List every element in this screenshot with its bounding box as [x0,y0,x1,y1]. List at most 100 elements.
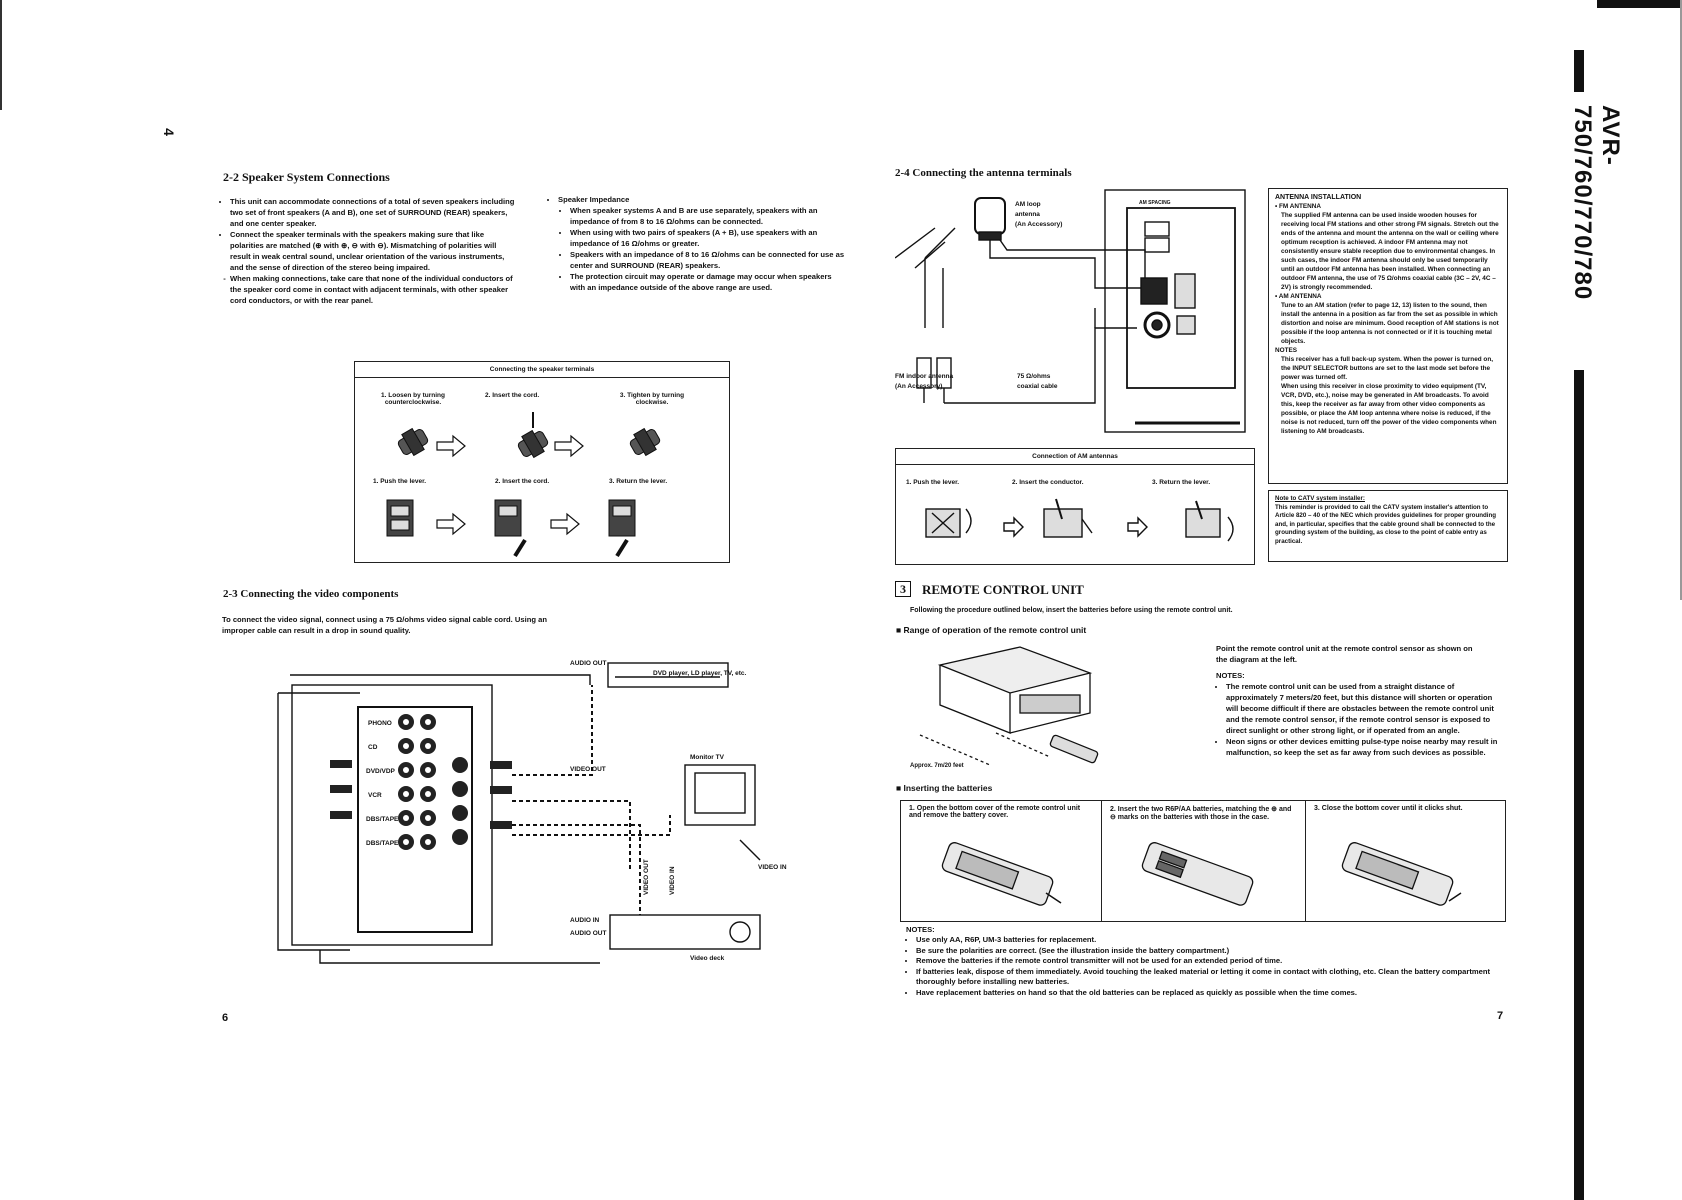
catv-note: Note to CATV system installer: This remi… [1268,490,1508,562]
install-title: ANTENNA INSTALLATION [1275,194,1362,201]
list-item: Use only AA, R6P, UM-3 batteries for rep… [916,935,1506,946]
bottom-notes-title: NOTES: [906,925,935,934]
video-in-vertical-label: VIDEO IN [669,866,676,895]
battery-step-3: 3. Close the bottom cover until it click… [1306,801,1505,921]
step-label: 2. Insert the cord. [495,478,550,485]
fm-antenna-title: • FM ANTENNA [1275,203,1322,210]
step-label: 3. Return the lever. [609,478,668,485]
step-label: 3. Tighten by turning clockwise. [619,392,685,406]
remote-point-text: Point the remote control unit at the rem… [1216,644,1473,664]
impedance-title: Speaker Impedance [558,194,848,205]
speaker-terminal-box: Connecting the speaker terminals 1. Loos… [354,361,730,563]
model-label: AVR-750/760/770/780 [1569,105,1624,301]
video-connection-diagram: AUDIO OUT DVD player, LD player, TV, etc… [277,660,787,964]
list-item: When speaker systems A and B are use sep… [570,205,848,227]
input-row-label: VCR [368,792,382,799]
antenna-diagram: AM loop antenna (An Accessory) FM indoor… [895,189,1246,433]
remote-notes: The remote control unit can be used from… [1216,681,1506,758]
speaker-notes-col2: Speaker Impedance When speaker systems A… [548,194,848,293]
page-marker: 4 [160,128,177,136]
monitor-label: Monitor TV [690,754,725,761]
speaker-notes-col1: This unit can accommodate connections of… [220,196,518,306]
list-item: If batteries leak, dispose of them immed… [916,967,1506,988]
approx-distance-label: Approx. 7m/20 feet [910,763,964,769]
input-row-label: DBS/TAPE [366,816,399,823]
remote-intro: Following the procedure outlined below, … [910,607,1233,614]
battery-step-label: 3. Close the bottom cover until it click… [1314,805,1463,812]
list-item: Speakers with an impedance of 8 to 16 Ω/… [570,249,848,271]
step-label: 1. Push the lever. [373,478,427,485]
video-deck-label: Video deck [690,955,725,962]
am-spacing-label: AM SPACING [1139,200,1171,206]
install-notes-title: NOTES [1275,347,1298,354]
remote-range-illustration: Approx. 7m/20 feet [910,646,1099,769]
section-3-title: REMOTE CONTROL UNIT [922,582,1084,597]
battery-illustrations [941,842,1462,906]
section-2-3-title: 2-3 Connecting the video components [223,588,399,600]
list-item: The remote control unit can be used from… [1226,681,1506,736]
am-antenna-box: Connection of AM antennas 1. Push the le… [895,448,1255,565]
input-row-label: DBS/TAPE [366,840,399,847]
remote-notes-title: NOTES: [1216,671,1245,680]
catv-text: This reminder is provided to call the CA… [1275,503,1497,545]
am-box-title: Connection of AM antennas [896,449,1254,465]
fm-indoor-label: (An Accessory) [895,383,942,390]
list-item: When making connections, take care that … [230,273,518,306]
install-note: When using this receiver in close proxim… [1281,383,1497,435]
video-in-label: VIDEO IN [758,864,787,871]
list-item: When using with two pairs of speakers (A… [570,227,848,249]
batteries-title: ■ Inserting the batteries [896,783,993,793]
list-item: This unit can accommodate connections of… [230,196,518,229]
list-item: Remove the batteries if the remote contr… [916,956,1506,967]
coax-label: coaxial cable [1017,383,1058,390]
video-out-label: VIDEO OUT [570,766,606,773]
section-2-2-title: 2-2 Speaker System Connections [223,170,390,184]
am-antenna-title: • AM ANTENNA [1275,293,1322,300]
step-label: 3. Return the lever. [1152,479,1211,486]
am-loop-label: (An Accessory) [1015,221,1062,228]
am-steps-illustration [925,498,1234,542]
speaker-terminal-illustration [386,412,661,558]
battery-step-2: 2. Insert the two R6P/AA batteries, matc… [1102,801,1306,921]
audio-in-label: AUDIO IN [570,917,600,924]
section-3-number: 3 [895,581,911,597]
side-bar-top [1574,50,1584,92]
battery-step-label: 2. Insert the two R6P/AA batteries, matc… [1110,806,1292,821]
catv-title: Note to CATV system installer: [1275,495,1365,502]
step-label: 1. Loosen by turning counterclockwise. [381,392,445,406]
battery-step-label: 1. Open the bottom cover of the remote c… [909,805,1081,819]
list-item: Have replacement batteries on hand so th… [916,988,1506,999]
left-edge-rule [0,0,2,110]
top-right-bar [1597,0,1682,8]
battery-steps-box: 1. Open the bottom cover of the remote c… [900,800,1506,922]
input-row-label: PHONO [368,720,392,727]
speaker-box-title: Connecting the speaker terminals [355,362,729,378]
antenna-installation-panel: ANTENNA INSTALLATION • FM ANTENNA The su… [1268,188,1508,484]
fm-antenna-text: The supplied FM antenna can be used insi… [1281,212,1499,291]
battery-step-1: 1. Open the bottom cover of the remote c… [901,801,1102,921]
am-antenna-text: Tune to an AM station (refer to page 12,… [1281,302,1499,345]
section-2-4-title: 2-4 Connecting the antenna terminals [895,167,1072,179]
list-item: Connect the speaker terminals with the s… [230,229,518,273]
video-intro-text: To connect the video signal, connect usi… [222,615,547,635]
page-number-left: 6 [222,1012,229,1024]
coax-label: 75 Ω/ohms [1017,373,1051,380]
am-loop-label: AM loop [1015,201,1041,208]
list-item: Be sure the polarities are correct. (See… [916,946,1506,957]
audio-out-top-label: AUDIO OUT [570,660,607,667]
step-label: 2. Insert the cord. [485,392,540,399]
page-number-right: 7 [1497,1010,1504,1022]
list-item: Neon signs or other devices emitting pul… [1226,736,1506,758]
input-row-label: DVD/VDP [366,768,396,775]
am-loop-label: antenna [1015,211,1040,218]
bottom-notes: Use only AA, R6P, UM-3 batteries for rep… [906,935,1506,998]
step-label: 2. Insert the conductor. [1012,479,1084,486]
range-title: ■ Range of operation of the remote contr… [896,625,1087,635]
fm-indoor-label: FM indoor antenna [895,373,954,380]
install-note: This receiver has a full back-up system.… [1281,356,1494,381]
right-edge-rule [1680,0,1682,600]
input-row-label: CD [368,744,378,751]
side-bar-bottom [1574,370,1584,1200]
video-out-vertical-label: VIDEO OUT [643,859,650,895]
dvd-label: DVD player, LD player, TV, etc. [653,670,747,677]
